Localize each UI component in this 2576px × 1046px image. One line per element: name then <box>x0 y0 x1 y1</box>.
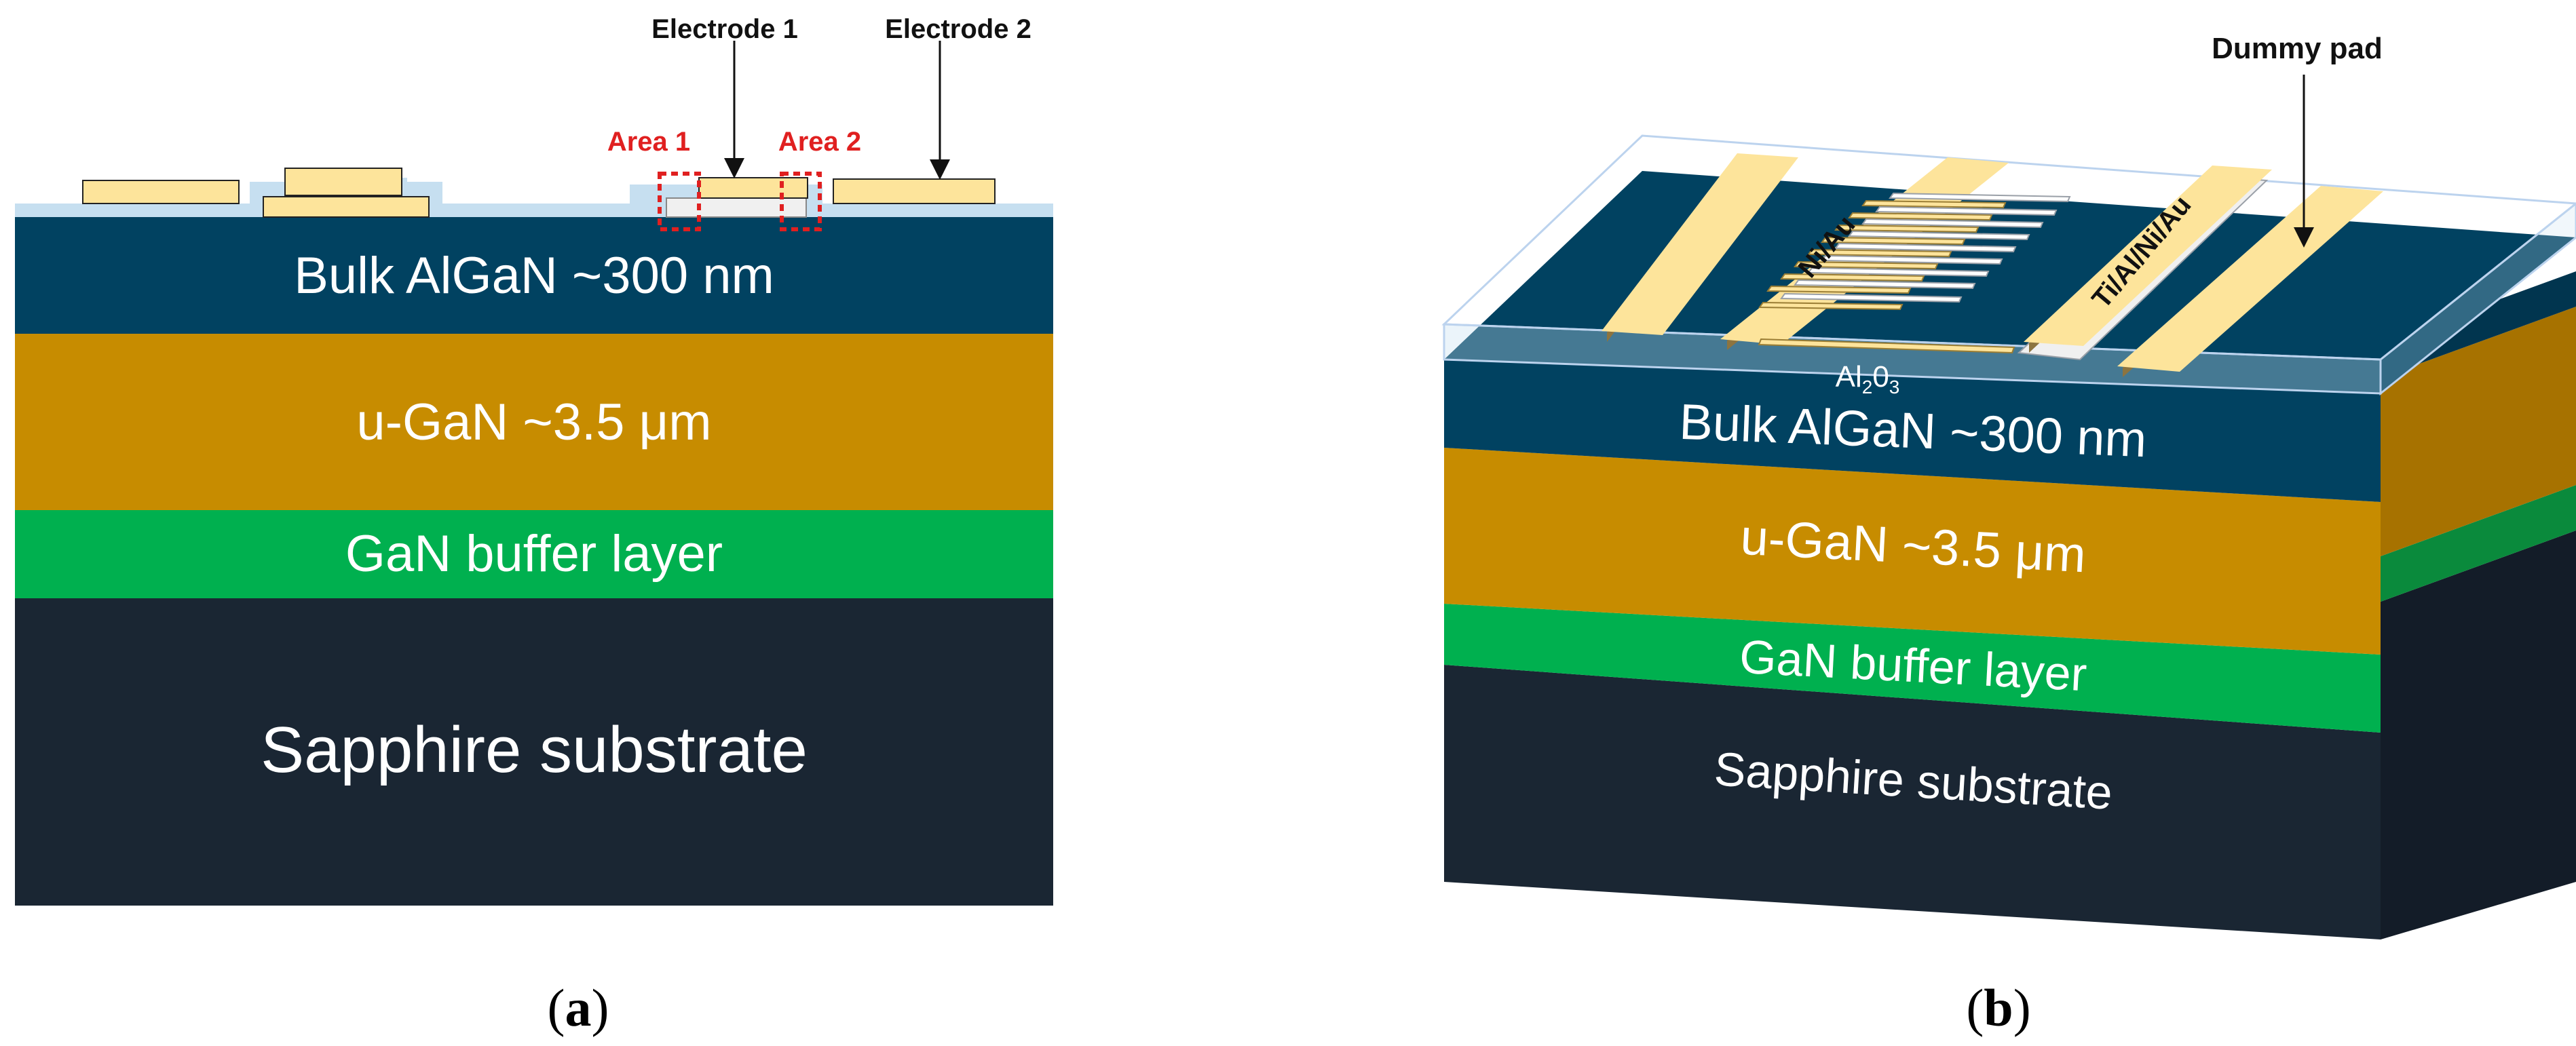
a-area1-label: Area 1 <box>607 127 690 157</box>
b-dummy-pad-label: Dummy pad <box>2212 32 2383 65</box>
a-electrode1-label: Electrode 1 <box>651 14 798 44</box>
a-electrode2-label: Electrode 2 <box>885 14 1031 44</box>
a-electrode-recessed-top <box>284 168 402 196</box>
b-front-ugan <box>1444 448 2381 655</box>
a-area1-box <box>658 172 701 231</box>
a-algan-layer <box>15 217 1053 334</box>
a-ohmic-contact <box>666 197 807 218</box>
a-algan-label: Bulk AlGaN ~300 nm <box>294 247 774 305</box>
a-sapphire-layer <box>15 598 1053 906</box>
a-ugan-layer <box>15 334 1053 510</box>
a-electrode-2 <box>833 178 996 204</box>
b-front-buffer <box>1444 604 2381 733</box>
b-front-algan <box>1444 360 2381 502</box>
a-ugan-label: u-GaN ~3.5 μm <box>356 393 711 451</box>
a-electrode-recessed-bottom <box>263 196 430 218</box>
b-pad-1 <box>1602 153 1798 335</box>
a-electrode-left <box>82 180 240 204</box>
b-side-sapphire <box>2381 530 2576 940</box>
a-oxide-film <box>15 204 1053 217</box>
b-side-ugan <box>2381 307 2576 556</box>
a-area2-label: Area 2 <box>778 127 861 157</box>
b-caption: (b) <box>1966 978 2030 1037</box>
b-front-sapphire <box>1444 665 2381 940</box>
b-fingers-ohmic <box>1780 192 2071 303</box>
a-caption: (a) <box>548 978 609 1037</box>
panel-a: Electrode 1 Electrode 2 Area 1 Area 2 Bu… <box>15 14 1053 1037</box>
b-pad-3 <box>2024 166 2272 346</box>
a-sapphire-label: Sapphire substrate <box>261 714 808 786</box>
a-buffer-layer <box>15 510 1053 598</box>
b-dummy-pad <box>2117 186 2383 372</box>
b-side-buffer <box>2381 485 2576 602</box>
b-oxide-side <box>2379 202 2576 396</box>
b-oxide-label: Al203 <box>1836 360 1900 398</box>
a-electrode-1 <box>698 177 808 199</box>
b-fingers <box>1758 199 2015 354</box>
a-buffer-label: GaN buffer layer <box>345 525 723 583</box>
panel-b: Ni/Au Ti/Al/Ni/Au Al203 Dummy pad Bulk A… <box>1441 32 2576 1037</box>
